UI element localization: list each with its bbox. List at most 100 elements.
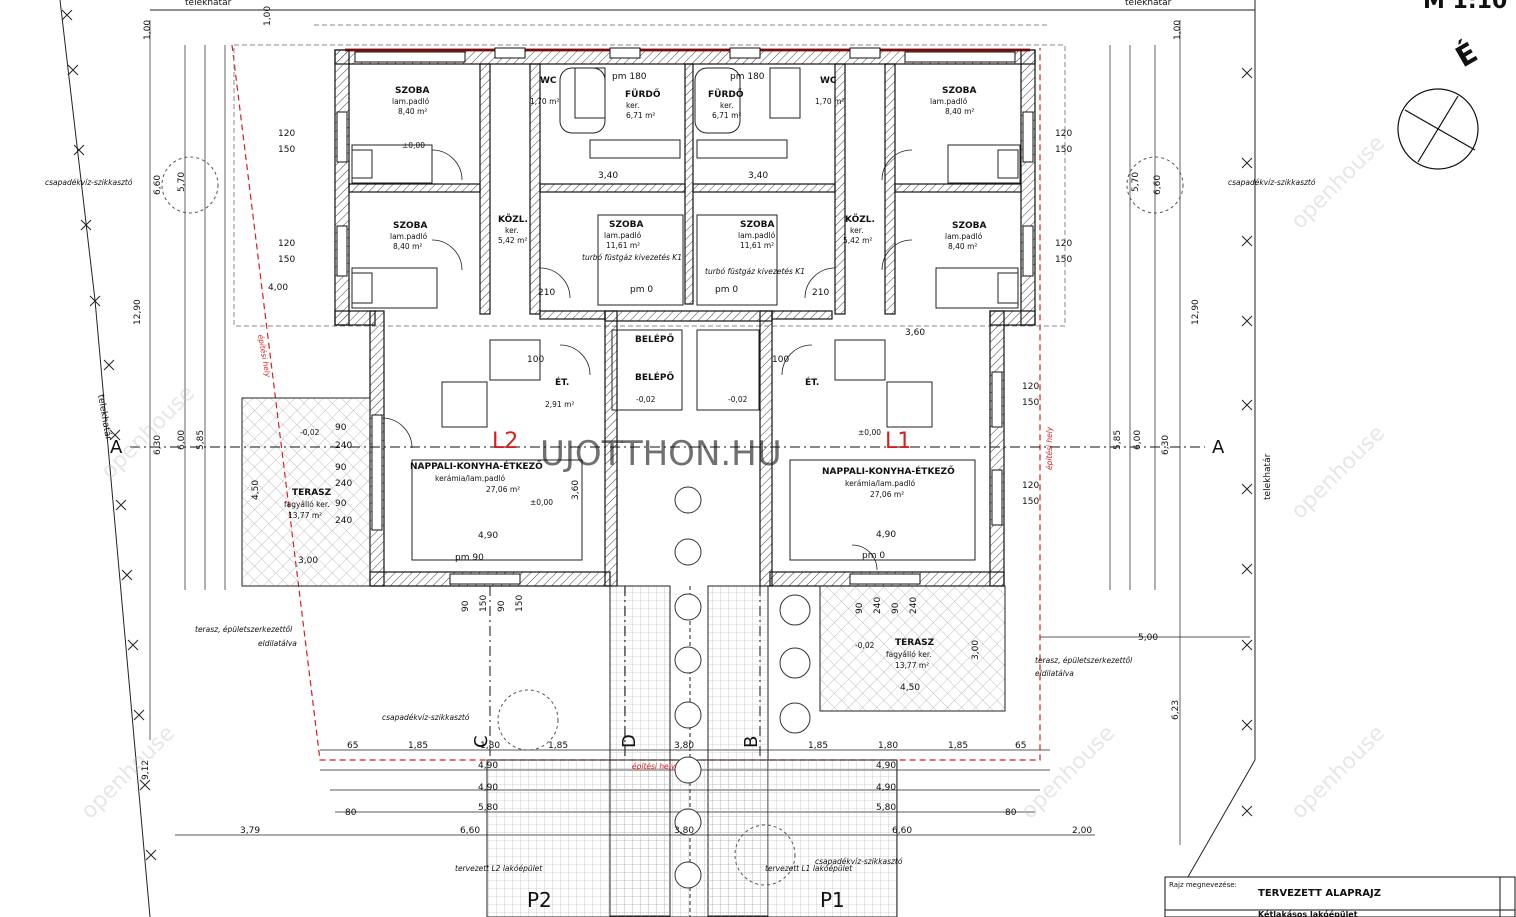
watermark-text: UJOTTHON.HU <box>540 434 782 474</box>
note-epitesi-hely-bottom: építési hely <box>632 762 676 771</box>
boundary-top-right: telekhatár <box>1125 0 1172 8</box>
dim-490-nappali-l1: 4,90 <box>876 530 896 540</box>
watermark-logo-4: openhouse <box>1287 721 1390 824</box>
room-szoba-large-l2: SZOBA <box>609 220 644 230</box>
dim-100-et-l1: 100 <box>772 355 789 365</box>
note-tervezett-l2: tervezett L2 lakóépület <box>455 864 543 873</box>
dim-360-l2: 3,60 <box>571 480 581 500</box>
soakaways <box>161 156 1184 886</box>
room-szoba-floor-2: lam.padló <box>390 232 428 241</box>
dim-185-mid-right: 1,85 <box>808 741 828 751</box>
dim-90-terasz-3: 90 <box>335 499 347 509</box>
dim-150-nappali-l1: 150 <box>1022 398 1039 408</box>
room-terasz-area: 13,77 m² <box>288 511 322 520</box>
dim-340-l1: 3,40 <box>748 171 768 181</box>
dim-200: 2,00 <box>1072 826 1092 836</box>
dim-120-nappali-l1: 120 <box>1022 382 1039 392</box>
site-lines <box>59 0 1256 917</box>
level-szoba-l2: ±0,00 <box>402 141 425 150</box>
room-wc-area: 1,70 m² <box>530 97 559 106</box>
dim-490-nappali-l2: 4,90 <box>478 531 498 541</box>
room-belepo-l2: BELÉPŐ <box>635 333 674 345</box>
dim-300-terasz: 3,00 <box>298 556 318 566</box>
north-label: É <box>1450 35 1484 74</box>
level-terasz-l2: -0,02 <box>300 428 320 437</box>
dim-600-right: 6,00 <box>1133 430 1143 450</box>
dim-90-bottom-l2: 90 <box>461 600 471 612</box>
room-et-area: 2,91 m² <box>545 400 574 409</box>
room-belepo-l1: BELÉPŐ <box>635 371 674 383</box>
dim-300-terasz-l1: 3,00 <box>971 640 981 660</box>
room-et-l2: ÉT. <box>555 376 569 388</box>
level-nappali-l2: ±0,00 <box>530 498 553 507</box>
room-kozl-floor: ker. <box>505 226 518 235</box>
room-szoba-large-floor: lam.padló <box>604 231 642 240</box>
dim-379: 3,79 <box>240 826 260 836</box>
room-szoba-l2-bottom: SZOBA <box>393 221 428 231</box>
scale-label: M 1:10 <box>1423 0 1507 14</box>
room-kozl-l1: KÖZL. <box>845 214 875 225</box>
dim-570-left: 5,70 <box>177 172 187 192</box>
dim-210-kozl-l1: 210 <box>812 288 829 298</box>
title-block-drawing-name: TERVEZETT ALAPRAJZ <box>1258 888 1381 899</box>
room-nappali-floor: kerámia/lam.padló <box>435 474 505 483</box>
pm0-nappali-l1: pm 0 <box>862 551 885 561</box>
level-belepo-l1: -0,02 <box>728 395 748 404</box>
note-csapadek-parking: csapadékvíz-szikkasztó <box>815 857 903 866</box>
dim-490-right-2: 4,90 <box>876 783 896 793</box>
title-block <box>1164 876 1516 917</box>
room-szoba-large-l1-floor: lam.padló <box>738 231 776 240</box>
boundary-left: telekhatár <box>95 394 113 442</box>
dim-570-right: 5,70 <box>1131 172 1141 192</box>
dim-660-bottom-left: 6,60 <box>460 826 480 836</box>
dim-380-top: 3,80 <box>674 741 694 751</box>
dim-400: 4,00 <box>268 283 288 293</box>
dim-450-terasz: 4,50 <box>900 683 920 693</box>
room-kozl-l1-area: 5,42 m² <box>843 236 872 245</box>
windows <box>336 47 1034 585</box>
dim-500: 5,00 <box>1138 633 1158 643</box>
pm0-szoba-l1: pm 0 <box>715 285 738 295</box>
dim-90-bottom-l1-b: 90 <box>891 602 901 614</box>
room-wc-l1: WC <box>820 76 837 86</box>
dim-80-left: 80 <box>345 808 357 818</box>
room-szoba-l1-area: 8,40 m² <box>945 107 974 116</box>
section-a-left: A <box>110 437 123 458</box>
room-et-l1: ÉT. <box>805 376 819 388</box>
dim-90-terasz: 90 <box>335 423 347 433</box>
dim-340-l2: 3,40 <box>598 171 618 181</box>
dim-180-left: 1,80 <box>480 741 500 751</box>
dim-120-szoba-l1: 120 <box>1055 129 1072 139</box>
room-szoba-l1-area-2: 8,40 m² <box>948 242 977 251</box>
shrubs <box>674 486 811 889</box>
room-furdo-area: 6,71 m² <box>626 111 655 120</box>
terraces <box>241 397 1006 712</box>
room-nappali-l1-area: 27,06 m² <box>870 490 904 499</box>
dim-240-terasz: 240 <box>335 441 352 451</box>
dim-585-left: 5,85 <box>196 430 206 450</box>
dim-150-szoba-l1: 150 <box>1055 145 1072 155</box>
dim-623: 6,23 <box>1171 700 1181 720</box>
note-csapadek-bottom: csapadékvíz-szikkasztó <box>382 713 470 722</box>
unit-l2-label: L2 <box>492 429 518 454</box>
watermark-logo-3: openhouse <box>1287 421 1390 524</box>
room-szoba-area-2: 8,40 m² <box>393 242 422 251</box>
dim-120-nappali-l1-b: 120 <box>1022 481 1039 491</box>
dim-630-right: 6,30 <box>1161 435 1171 455</box>
dim-490-left-2: 4,90 <box>478 783 498 793</box>
note-terasz-l2-2: eldilatálva <box>258 639 297 648</box>
furniture <box>351 67 1021 561</box>
room-szoba-large-area: 11,61 m² <box>606 241 640 250</box>
dim-65-left: 65 <box>347 741 358 751</box>
level-belepo-l2: -0,02 <box>636 395 656 404</box>
dim-100-top: 1,00 <box>263 6 273 26</box>
unit-l1-label: L1 <box>885 429 911 454</box>
dim-360-l1: 3,60 <box>905 328 925 338</box>
dim-912: 9,12 <box>141 760 151 780</box>
dim-240-terasz-3: 240 <box>335 516 352 526</box>
dim-150-bottom-l2-b: 150 <box>515 595 525 612</box>
dim-120-szoba-l1-b: 120 <box>1055 239 1072 249</box>
dim-100-top-left: 1,00 <box>143 20 153 40</box>
axis-c-label: C <box>471 735 492 748</box>
dim-120-szoba-l2: 120 <box>278 129 295 139</box>
